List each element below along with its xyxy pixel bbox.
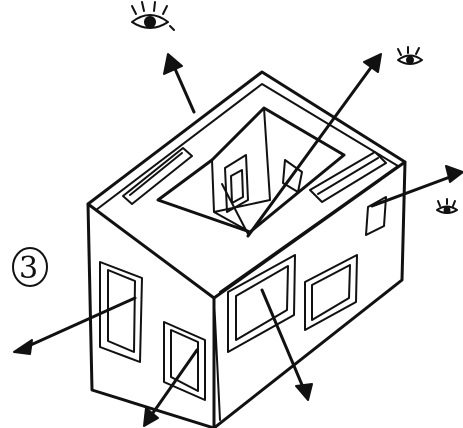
step-number-badge: 3 [12, 247, 48, 287]
skylight [122, 147, 193, 205]
eye-icon [397, 46, 423, 65]
roof-opening [156, 106, 346, 234]
eye-icon [436, 198, 458, 214]
wall-window [99, 261, 143, 363]
step-number: 3 [19, 251, 38, 286]
eye-icon [131, 1, 175, 31]
left-wall [86, 202, 216, 428]
view-arrow-up [163, 53, 196, 114]
view-arrow-left [13, 296, 137, 355]
wall-window [365, 196, 387, 236]
wall-window [304, 254, 358, 331]
view-arrow-up-right [246, 53, 382, 238]
view-arrows [13, 53, 463, 427]
view-arrow-down-left [143, 348, 199, 427]
view-arrow-down [260, 288, 313, 401]
right-wall [212, 160, 407, 428]
view-arrow-right [370, 165, 463, 208]
house [86, 70, 407, 428]
roof-opening-inner-wall [211, 107, 271, 233]
wall-window [227, 254, 296, 353]
skylight [309, 151, 387, 203]
view-arrow-inner [221, 183, 249, 235]
wall-edge [213, 297, 221, 421]
inner-window [224, 154, 249, 213]
wall-window [163, 321, 206, 401]
